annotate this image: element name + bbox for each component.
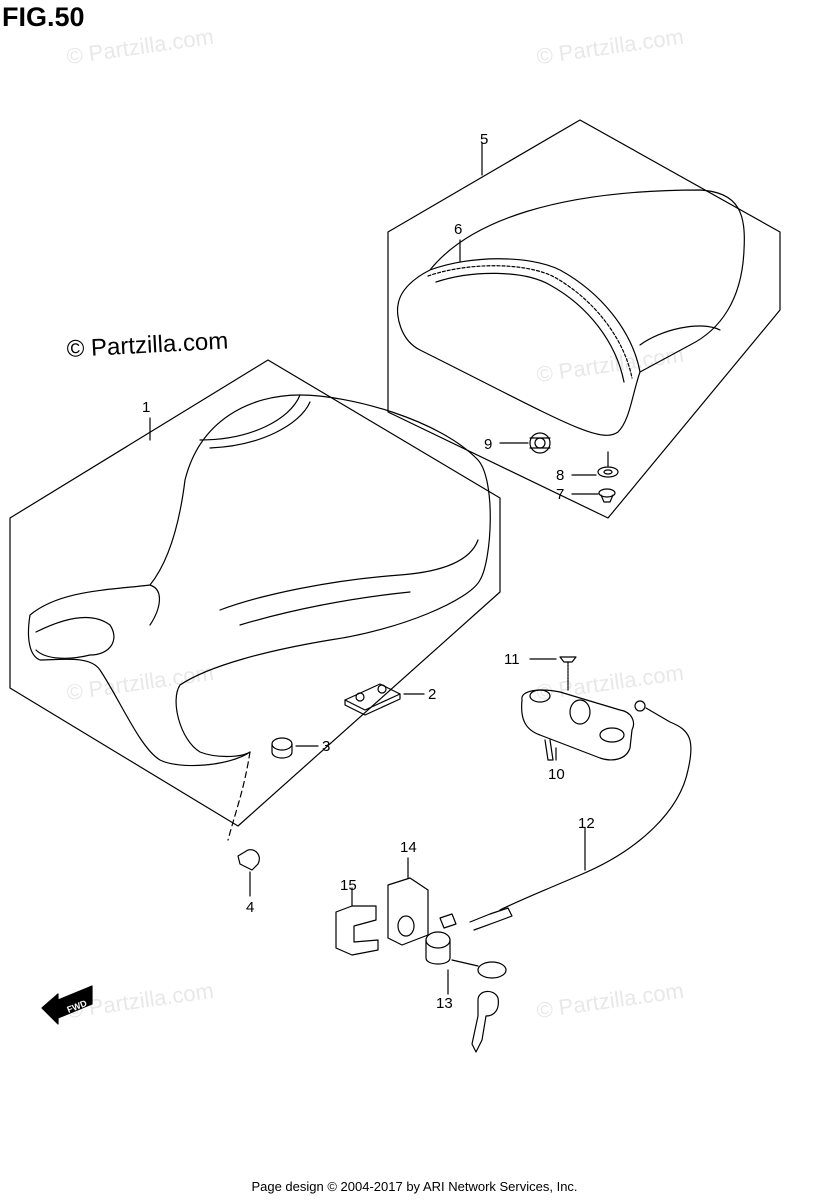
callout-8: 8 — [556, 467, 564, 484]
figure-title: FIG.50 — [2, 2, 85, 32]
callout-10: 10 — [548, 766, 565, 783]
lock-cylinder-13 — [425, 913, 507, 1053]
front-seat-cushion — [27, 394, 491, 841]
callout-11: 11 — [504, 651, 520, 668]
callout-4: 4 — [246, 899, 254, 916]
rear-seat-cushion — [396, 189, 745, 436]
nut-9 — [499, 432, 551, 454]
callout-12: 12 — [578, 815, 595, 832]
callout-15: 15 — [340, 877, 357, 894]
callout-5: 5 — [480, 131, 488, 148]
screw-11 — [529, 656, 577, 691]
callout-13: 13 — [436, 995, 453, 1012]
release-cable-12 — [469, 700, 692, 931]
page-footer: Page design © 2004-2017 by ARI Network S… — [251, 1179, 578, 1194]
rear-seat-group-box — [387, 119, 781, 519]
front-seat-group-box — [9, 359, 501, 827]
callout-1: 1 — [142, 399, 150, 416]
grommet-4 — [237, 849, 260, 897]
seat-lock-10 — [521, 689, 635, 761]
fwd-arrow-icon — [41, 985, 93, 1025]
bolt-7 — [571, 488, 616, 503]
bracket-14 — [387, 857, 429, 946]
clip-15 — [335, 887, 379, 956]
callout-14: 14 — [400, 839, 417, 856]
damper-3 — [271, 737, 319, 759]
callout-2: 2 — [428, 686, 436, 703]
callout-3: 3 — [322, 738, 330, 755]
callout-7: 7 — [556, 486, 564, 503]
callout-9: 9 — [484, 436, 492, 453]
washer-8 — [571, 451, 619, 478]
rubber-pad-2 — [344, 683, 425, 716]
callout-6: 6 — [454, 221, 462, 238]
